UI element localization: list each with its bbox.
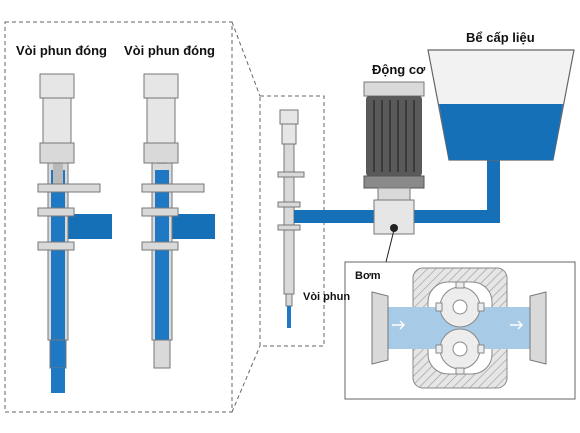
pump-pointer-dot: [390, 224, 398, 232]
feed-pipes: [294, 158, 500, 223]
zoom-connector-lines: [231, 21, 261, 413]
pump-detail-box: [344, 261, 576, 400]
motor-illustration: [363, 81, 425, 235]
enlarged-nozzle-box: [4, 21, 233, 413]
nozzle-closed-right-label: Vòi phun đóng: [124, 43, 215, 58]
pump-label: Bơm: [355, 270, 381, 282]
nozzle-label: Vòi phun: [303, 291, 351, 303]
small-nozzle-illustration: [277, 109, 305, 328]
supply-tank-illustration: [427, 49, 575, 161]
motor-label: Động cơ: [372, 62, 426, 77]
nozzle-closed-left-illustration: [37, 73, 112, 393]
nozzle-closed-right-illustration: [141, 73, 215, 369]
nozzle-closed-left-label: Vòi phun đóng: [16, 43, 107, 58]
pump-pointer-line: [385, 229, 395, 263]
supply-tank-label: Bể cấp liệu: [466, 30, 535, 45]
